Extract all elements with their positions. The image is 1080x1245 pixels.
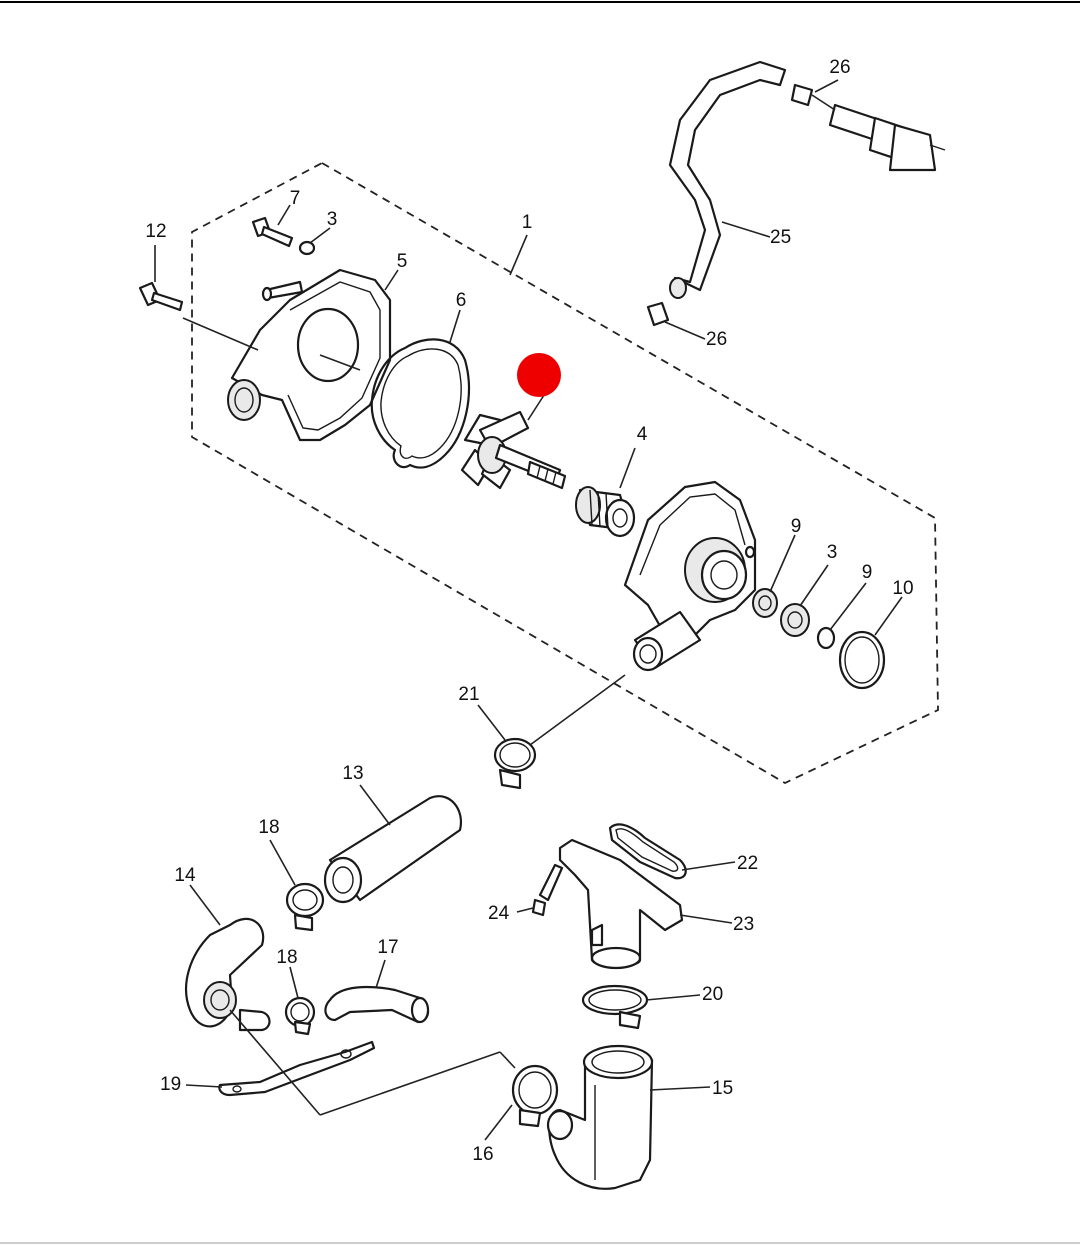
washer-3-top-part xyxy=(298,240,316,256)
impeller-shaft-part xyxy=(460,410,567,490)
callout-6: 6 xyxy=(456,290,467,311)
seal-9-right-part xyxy=(752,588,778,618)
hose-17-part xyxy=(324,985,430,1024)
pipe-15-part xyxy=(546,1044,654,1190)
bolt-7-part xyxy=(251,216,294,248)
clamp-16-part xyxy=(511,1064,559,1128)
callout-21: 21 xyxy=(458,684,479,705)
bolt-12-part xyxy=(138,281,184,312)
callout-22: 22 xyxy=(737,853,758,874)
callout-10: 10 xyxy=(892,578,913,599)
callout-23: 23 xyxy=(733,914,754,935)
callout-26-top: 26 xyxy=(829,57,850,78)
clamp-18-lower-part xyxy=(284,996,316,1036)
pump-housing-part xyxy=(623,480,757,672)
callout-26-lower: 26 xyxy=(706,329,727,350)
callout-labels: 1 3 3 4 5 6 7 9 9 10 12 13 14 15 16 17 1… xyxy=(145,57,913,1165)
highlight-marker xyxy=(517,353,561,397)
callout-15: 15 xyxy=(712,1078,733,1099)
callout-7: 7 xyxy=(290,188,301,209)
washer-3-right-part xyxy=(780,603,810,637)
hose-14-part xyxy=(185,917,271,1032)
callout-3-right: 3 xyxy=(827,542,838,563)
gasket-22-part xyxy=(608,823,687,880)
clamp-18-upper-part xyxy=(285,882,325,932)
callout-13: 13 xyxy=(342,763,363,784)
callout-1: 1 xyxy=(522,212,533,233)
seal-9-small-part xyxy=(816,626,836,650)
callout-17: 17 xyxy=(377,937,398,958)
callout-5: 5 xyxy=(397,251,408,272)
assembly-boundary xyxy=(191,161,939,785)
callout-19: 19 xyxy=(160,1074,181,1095)
callout-3-top: 3 xyxy=(327,209,338,230)
callout-4: 4 xyxy=(637,424,648,445)
callout-14: 14 xyxy=(174,865,196,886)
callout-25: 25 xyxy=(770,227,791,248)
pump-cover-part xyxy=(227,268,392,442)
callout-24: 24 xyxy=(488,903,510,924)
bolt-24-part xyxy=(531,863,564,917)
callout-9-left: 9 xyxy=(791,516,802,537)
fitting-upper-right-part xyxy=(828,103,946,172)
o-ring-6-inner xyxy=(380,348,462,459)
leader-lines xyxy=(154,79,903,1141)
bracket-19-part xyxy=(218,1040,376,1097)
gasket-22-inner xyxy=(615,828,679,872)
callout-9-right: 9 xyxy=(862,562,873,583)
callout-18-upper: 18 xyxy=(258,817,279,838)
hose-25-part xyxy=(646,60,814,327)
callout-16: 16 xyxy=(472,1144,493,1165)
clamp-20-part xyxy=(581,984,649,1030)
callout-12: 12 xyxy=(145,221,166,242)
mechanical-seal-4-part xyxy=(575,486,636,538)
outlet-23-part xyxy=(558,838,684,970)
clamp-21-part xyxy=(493,737,537,790)
hose-13-part xyxy=(323,795,463,904)
callout-18-lower: 18 xyxy=(276,947,297,968)
o-ring-6-part xyxy=(370,338,471,469)
o-ring-10-part xyxy=(838,630,886,690)
callout-20: 20 xyxy=(702,984,723,1005)
